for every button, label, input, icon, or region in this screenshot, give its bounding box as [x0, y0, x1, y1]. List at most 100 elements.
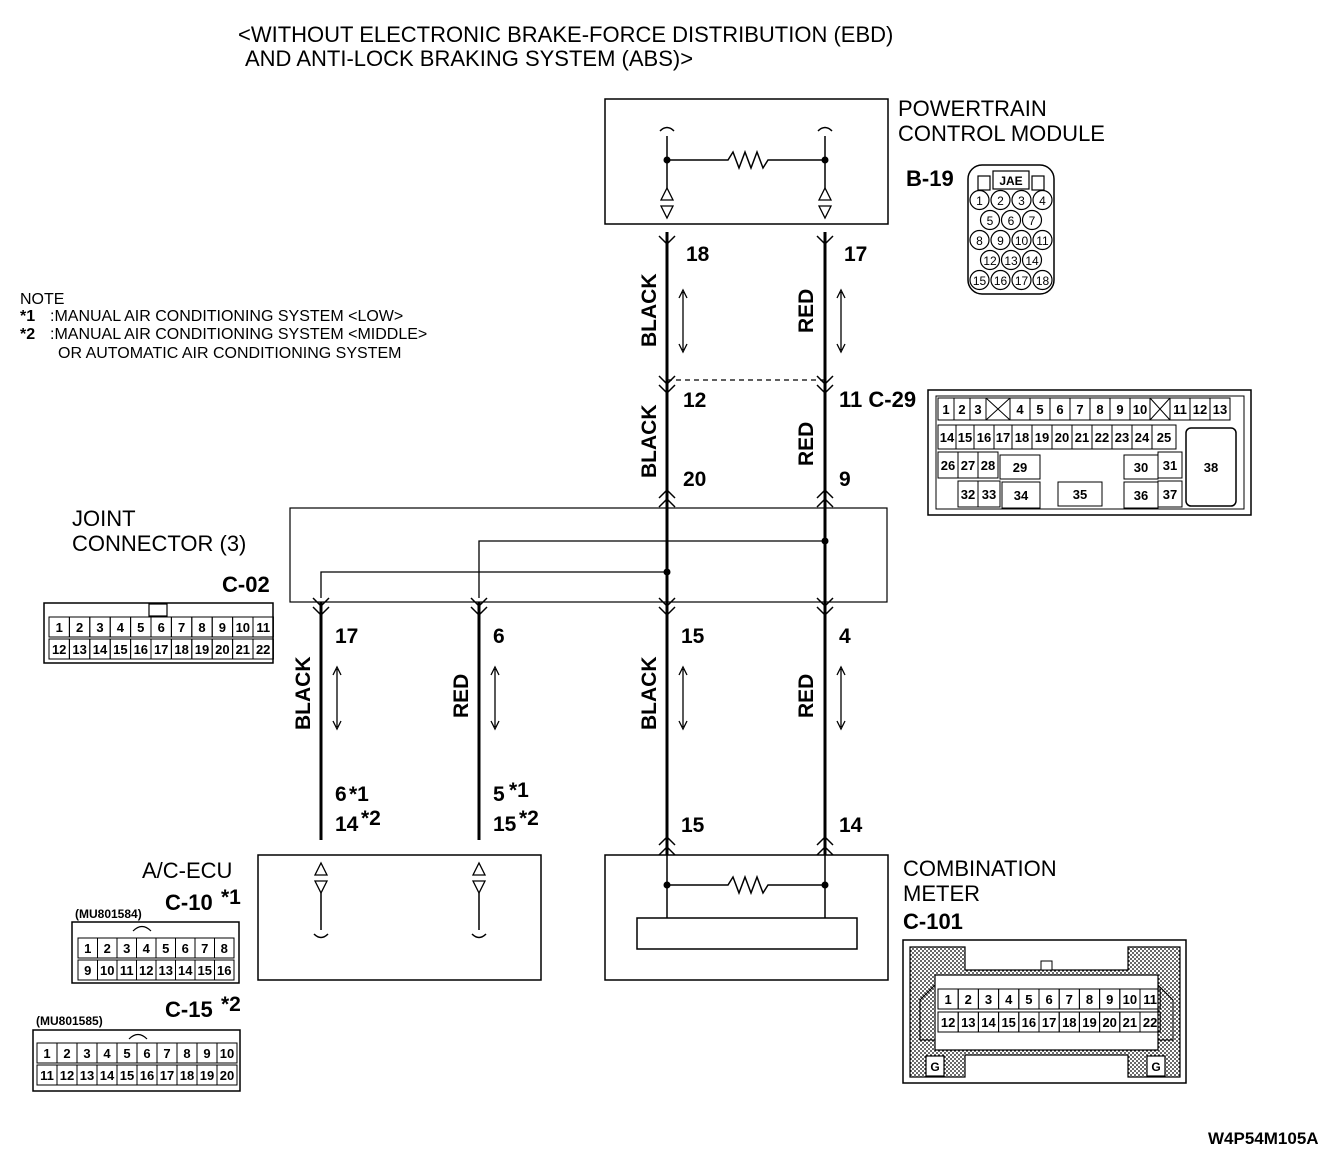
c02-cell: 16	[134, 642, 148, 657]
c29-cell: 20	[1055, 430, 1069, 445]
c02-cell: 14	[93, 642, 108, 657]
pcm-break-marks	[659, 126, 833, 132]
c29-cell: 34	[1014, 488, 1029, 503]
pin-c29-20: 20	[683, 468, 706, 491]
b19-cell: 6	[1008, 214, 1015, 228]
c15-cell: 10	[220, 1046, 234, 1061]
c29-cell: 32	[961, 487, 975, 502]
pcm-internal-circuit	[666, 136, 826, 188]
c15-cell: 12	[60, 1068, 74, 1083]
c29-cell: 25	[1157, 430, 1171, 445]
c101-cell: 7	[1066, 992, 1073, 1007]
figure-code: W4P54M105A	[1208, 1129, 1319, 1148]
c15-cell: 6	[143, 1046, 150, 1061]
c29-cell: 14	[940, 430, 955, 445]
pin-c29-12: 12	[683, 389, 706, 412]
c101-cell: 12	[941, 1015, 955, 1030]
pin-pcm-18: 18	[686, 243, 710, 266]
c29-cell: 33	[982, 487, 996, 502]
c15-label: C-15	[165, 997, 213, 1022]
c101-cell: 8	[1086, 992, 1093, 1007]
c10-cell: 7	[201, 941, 208, 956]
b19-cell: 15	[973, 274, 987, 288]
b19-cell: 3	[1018, 194, 1025, 208]
c101-label: C-101	[903, 909, 963, 934]
c29-cell: 35	[1073, 487, 1087, 502]
joint-label-line1: JOINT	[72, 506, 136, 531]
c02-cell: 11	[256, 620, 270, 635]
c29-cell: 27	[961, 458, 975, 473]
c15-cell: 14	[100, 1068, 115, 1083]
c101-cell: 22	[1143, 1015, 1157, 1030]
c10-cell: 3	[123, 941, 130, 956]
c02-cell: 18	[174, 642, 188, 657]
note-block: NOTE *1 :MANUAL AIR CONDITIONING SYSTEM …	[20, 291, 427, 362]
pin-acecu-6: 6	[335, 783, 347, 806]
c02-cell: 5	[137, 620, 144, 635]
diagram-title-line2: AND ANTI-LOCK BRAKING SYSTEM (ABS)>	[245, 46, 693, 71]
c29-cell: 19	[1035, 430, 1049, 445]
wire-color-black-1: BLACK	[638, 274, 661, 348]
acecu-internal-lines	[313, 893, 487, 939]
b19-cell: 11	[1036, 234, 1049, 248]
c101-cell: 21	[1123, 1015, 1137, 1030]
c29-cell: 30	[1134, 460, 1148, 475]
b19-label: B-19	[906, 166, 954, 191]
c02-cell: 19	[195, 642, 209, 657]
c101-cell: 13	[961, 1015, 975, 1030]
c02-cell: 9	[219, 620, 226, 635]
c15-cell: 1	[43, 1046, 50, 1061]
c101-cell: 3	[985, 992, 992, 1007]
c02-cell: 3	[96, 620, 103, 635]
diagram-title-line1: <WITHOUT ELECTRONIC BRAKE-FORCE DISTRIBU…	[238, 22, 893, 47]
c29-cell: 29	[1013, 460, 1027, 475]
c15-cell: 16	[140, 1068, 154, 1083]
c101-cell: 6	[1045, 992, 1052, 1007]
note-star2-text: :MANUAL AIR CONDITIONING SYSTEM <MIDDLE>	[50, 326, 427, 343]
c101-cell: 18	[1062, 1015, 1076, 1030]
c29-label: 11 C-29	[839, 387, 916, 412]
b19-cell: 14	[1025, 254, 1039, 268]
meter-internal-circuit	[666, 855, 826, 918]
c29-cell: 2	[958, 402, 965, 417]
pin-c29-9: 9	[839, 468, 851, 491]
wire-color-red-3: RED	[450, 674, 473, 718]
pcm-terminal-triangles	[659, 186, 833, 220]
c02-label: C-02	[222, 572, 270, 597]
pcm-label-line1: POWERTRAIN	[898, 96, 1047, 121]
c101-cell: 16	[1022, 1015, 1036, 1030]
joint-internal-wires	[320, 540, 825, 598]
c29-cell: 24	[1135, 430, 1150, 445]
pin-acecu-5-star: *1	[509, 779, 529, 802]
meter-label-line2: METER	[903, 881, 980, 906]
acecu-terminal-triangles	[313, 861, 487, 895]
c15-star: *2	[221, 993, 241, 1016]
pcm-label-line2: CONTROL MODULE	[898, 121, 1105, 146]
b19-cell: 18	[1036, 274, 1050, 288]
c29-cell: 3	[974, 402, 981, 417]
pin-jc-6: 6	[493, 625, 505, 648]
b19-cell: 7	[1029, 214, 1036, 228]
c02-cell: 15	[113, 642, 127, 657]
pin-acecu-5: 5	[493, 783, 505, 806]
c10-cell: 12	[139, 963, 153, 978]
c101-ground-left: G	[930, 1060, 939, 1074]
meter-display-block	[636, 917, 858, 950]
c101-cell: 17	[1042, 1015, 1056, 1030]
c10-cell: 16	[217, 963, 231, 978]
c02-cell: 22	[256, 642, 270, 657]
c101-ground-right: G	[1151, 1060, 1160, 1074]
c10-cell: 9	[84, 963, 91, 978]
c15-cell: 7	[163, 1046, 170, 1061]
c02-cell: 13	[72, 642, 86, 657]
pin-acecu-14: 14	[335, 813, 359, 836]
c29-cell: 17	[996, 430, 1010, 445]
c101-cell: 11	[1143, 992, 1157, 1007]
c29-cell: 36	[1134, 488, 1148, 503]
c10-cell: 11	[120, 963, 134, 978]
